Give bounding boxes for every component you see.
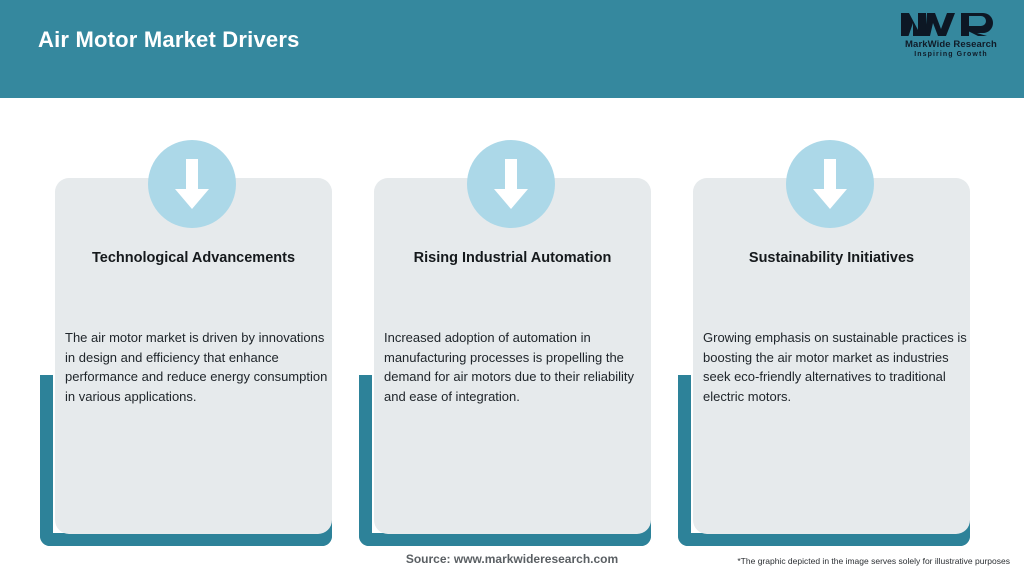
arrow-down-icon-circle — [148, 140, 236, 228]
logo-tagline: Inspiring Growth — [914, 51, 988, 58]
header-bar — [0, 0, 1024, 98]
card-frame-left-bar — [678, 375, 691, 546]
arrow-down-icon — [494, 159, 528, 209]
arrow-down-icon-circle — [786, 140, 874, 228]
driver-card-body: The air motor market is driven by innova… — [65, 330, 328, 404]
arrow-down-icon-circle — [467, 140, 555, 228]
page-title: Air Motor Market Drivers — [38, 27, 300, 52]
driver-card[interactable] — [55, 178, 332, 534]
drivers-card-area: Technological Advancements The air motor… — [0, 98, 1024, 546]
mwr-logo-icon — [901, 13, 993, 36]
disclaimer-note: *The graphic depicted in the image serve… — [737, 556, 1010, 566]
driver-card-group-2: Rising Industrial Automation Increased a… — [359, 98, 651, 546]
driver-card-title: Sustainability Initiatives — [748, 250, 915, 266]
driver-card-title: Rising Industrial Automation — [413, 250, 612, 266]
arrow-down-icon — [813, 159, 847, 209]
card-frame-left-bar — [359, 375, 372, 546]
card-frame-bottom-bar — [359, 533, 651, 546]
driver-card-group-1: Technological Advancements The air motor… — [40, 98, 332, 546]
source-note: Source: www.markwideresearch.com — [405, 552, 619, 566]
card-frame-bottom-bar — [40, 533, 332, 546]
driver-card[interactable] — [693, 178, 970, 534]
logo-company-name: MarkWide Research — [905, 39, 997, 50]
arrow-down-icon — [175, 159, 209, 209]
brand-logo: MarkWide Research Inspiring Growth — [892, 10, 1010, 62]
driver-card-title: Technological Advancements — [91, 250, 296, 266]
driver-card-body: Growing emphasis on sustainable practice… — [703, 330, 967, 404]
driver-card-body: Increased adoption of automation in manu… — [384, 330, 635, 404]
card-frame-bottom-bar — [678, 533, 970, 546]
driver-card[interactable] — [374, 178, 651, 534]
driver-card-group-3: Sustainability Initiatives Growing empha… — [678, 98, 970, 546]
card-frame-left-bar — [40, 375, 53, 546]
